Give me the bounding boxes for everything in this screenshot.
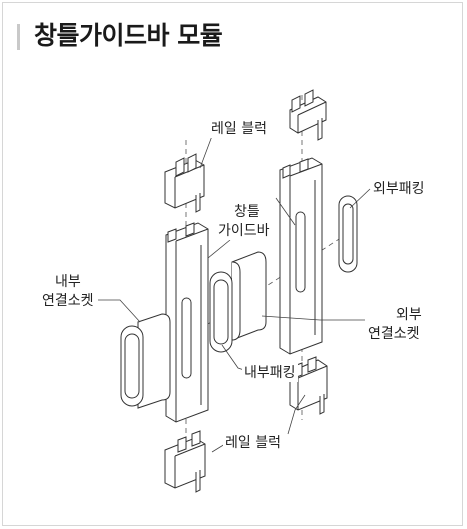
frame-guide-bar-right — [279, 157, 323, 355]
label-rail-block-top: 레일 블럭 — [209, 120, 269, 138]
frame-guide-bar-left — [165, 222, 209, 423]
label-frame-guide-bar-line2: 가이드바 — [216, 222, 272, 240]
label-frame-guide-bar-line1: 창틀 — [232, 203, 262, 221]
page-title: 창틀가이드바 모듈 — [34, 21, 223, 50]
outer-connection-socket — [231, 251, 267, 341]
inner-packing — [209, 271, 233, 353]
outer-packing — [338, 195, 358, 273]
label-rail-block-bottom: 레일 블럭 — [223, 434, 283, 452]
label-outer-socket-line2: 연결소켓 — [366, 325, 422, 343]
inner-connection-socket — [120, 313, 171, 409]
label-outer-socket-line1: 외부 — [394, 306, 424, 324]
label-inner-socket-line2: 연결소켓 — [40, 292, 96, 310]
rail-block-top-left — [164, 153, 205, 213]
label-inner-socket-line1: 내부 — [53, 273, 83, 291]
rail-block-bottom-left — [164, 430, 206, 493]
rail-block-bottom-right — [289, 356, 328, 415]
label-outer-packing: 외부패킹 — [371, 180, 427, 198]
rail-block-top-right — [289, 89, 327, 141]
label-inner-packing: 내부패킹 — [242, 364, 298, 382]
title-accent-bar — [17, 24, 20, 50]
